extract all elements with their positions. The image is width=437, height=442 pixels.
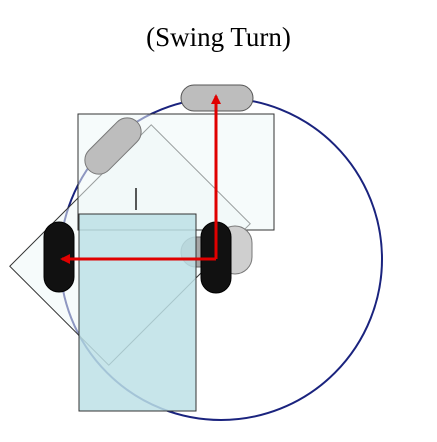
chassis-initial	[78, 213, 197, 412]
left-wheel	[43, 221, 75, 293]
diagram-title: (Swing Turn)	[146, 22, 291, 52]
wheel-rotated-45	[84, 117, 142, 175]
